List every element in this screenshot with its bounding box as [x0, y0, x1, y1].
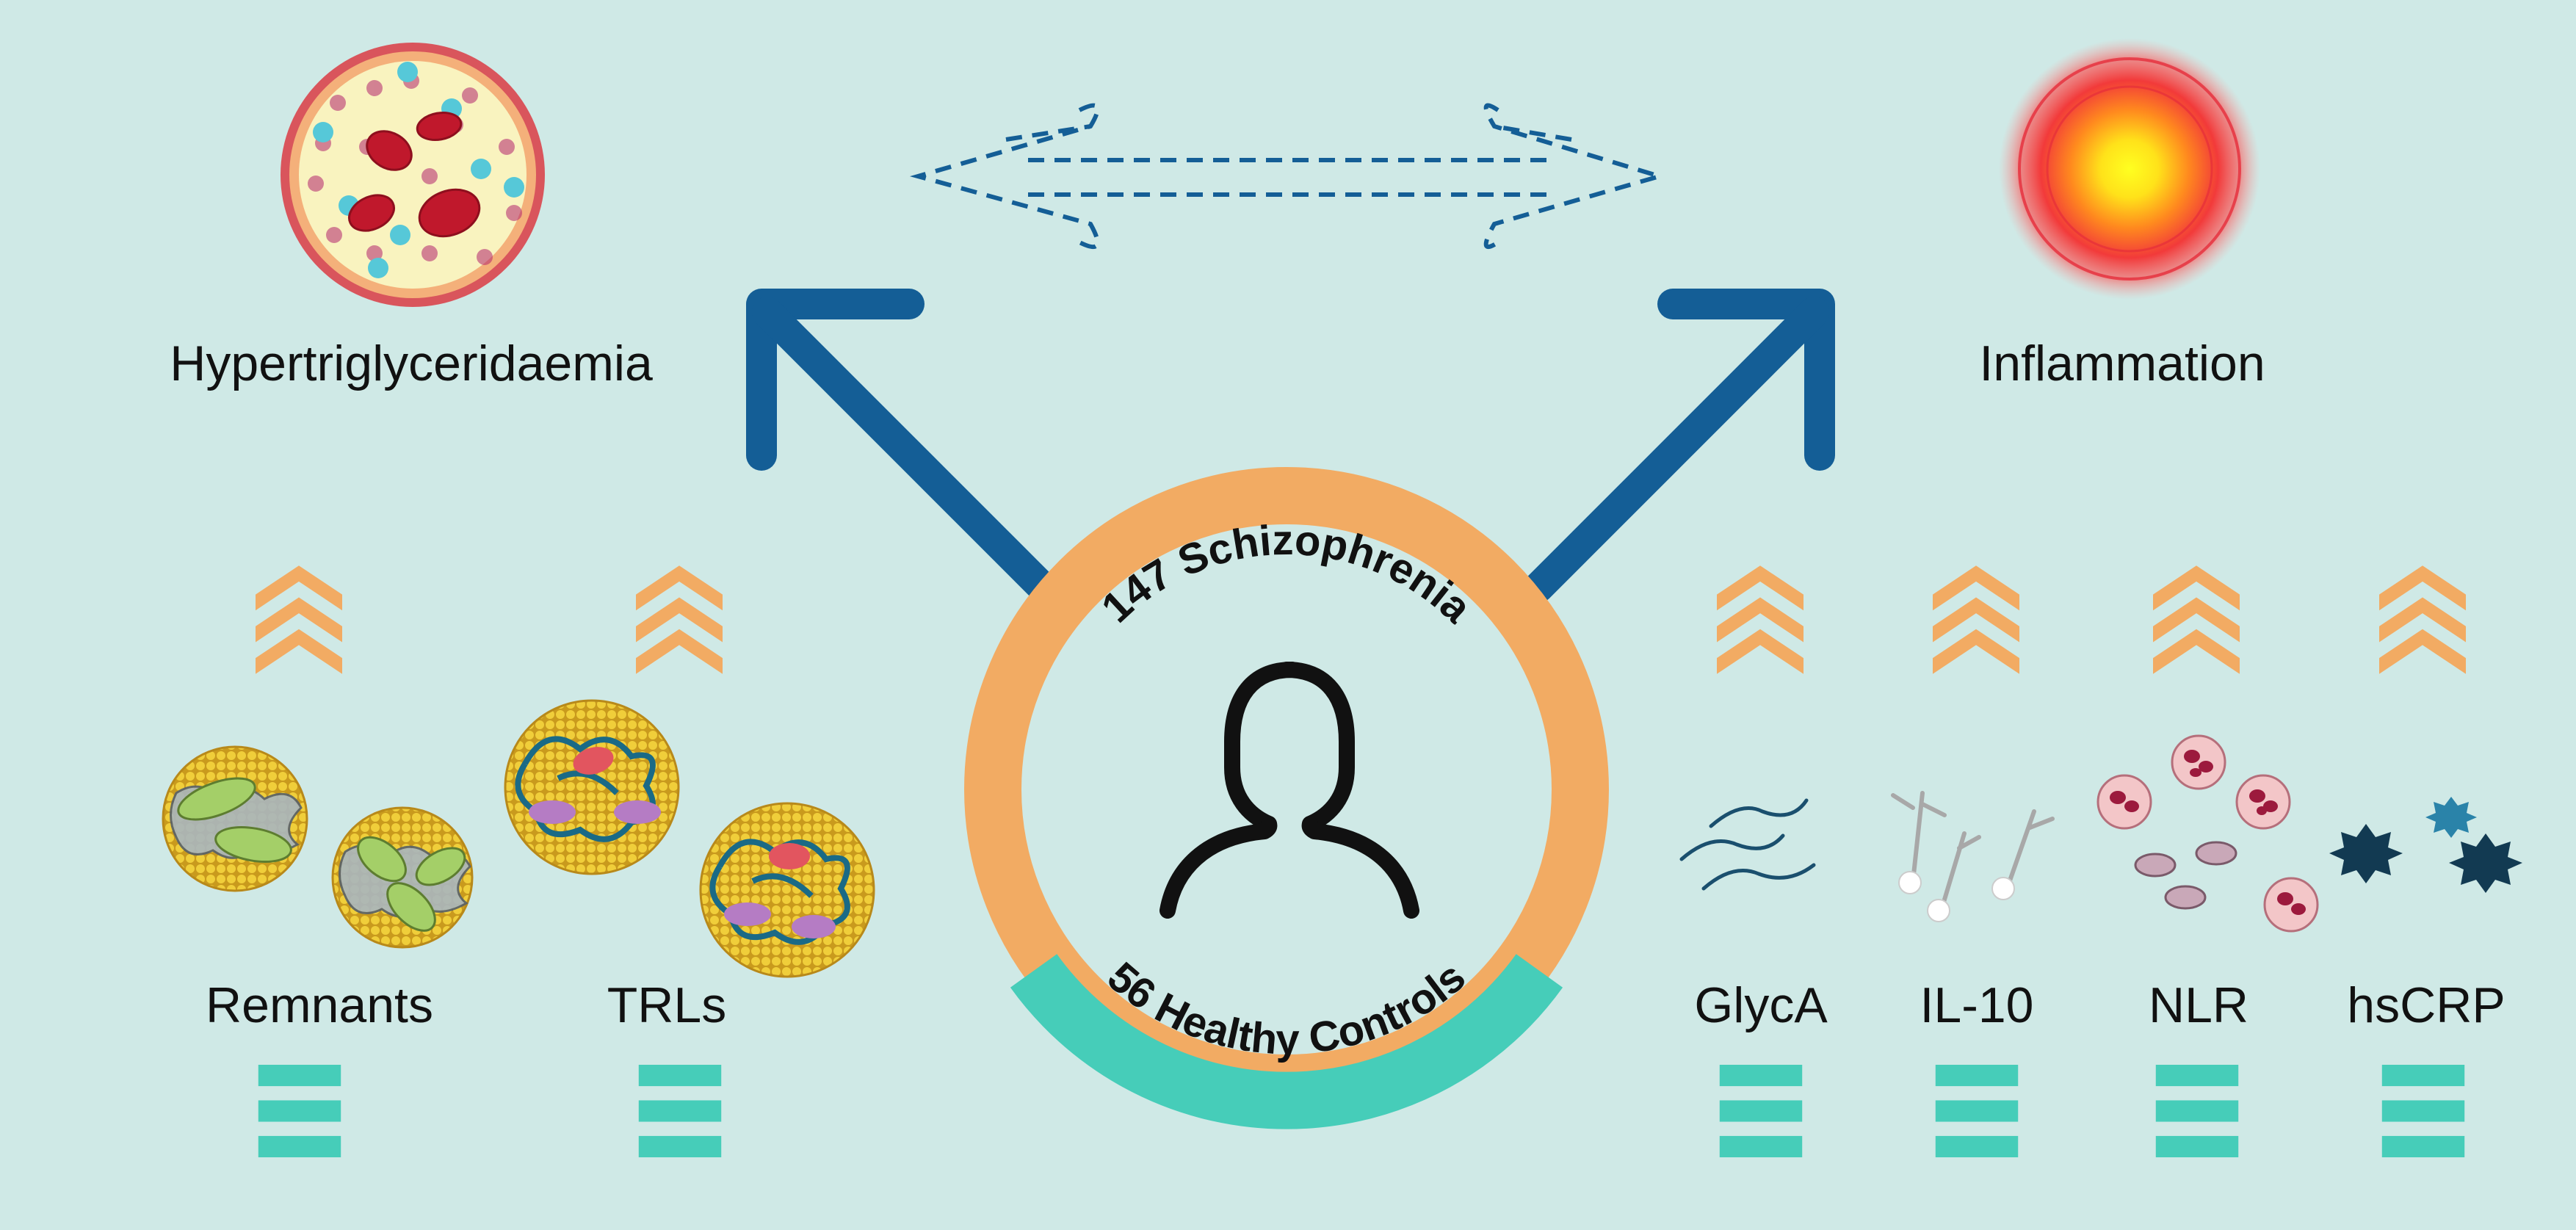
- nlr-increase-icon: [2153, 565, 2240, 674]
- trls-equal-icon: [638, 1065, 722, 1157]
- right-title: Inflammation: [1979, 336, 2265, 391]
- trls-increase-icon: [636, 565, 723, 674]
- il10-equal-icon: [1935, 1065, 2019, 1157]
- nlr-equal-icon: [2155, 1065, 2239, 1157]
- cohort-ring: 147 Schizophrenia 56 Healthy Controls: [964, 467, 1609, 1129]
- glyca-icon: [1679, 798, 1816, 891]
- blood-vessel-icon: [281, 43, 545, 307]
- trl-particle-icon: [504, 699, 875, 978]
- person-icon: [1159, 662, 1419, 919]
- marker-label-trls: TRLs: [607, 977, 726, 1033]
- up-chevrons: [256, 565, 2466, 674]
- nlr-icon: [2096, 734, 2319, 933]
- remnant-particle-icon: [162, 745, 474, 949]
- marker-labels: Remnants TRLs GlycA IL-10 NLR hsCRP: [206, 977, 2506, 1033]
- arrow-to-inflammation: [1523, 289, 1835, 603]
- marker-label-nlr: NLR: [2149, 977, 2248, 1033]
- dashed-double-arrow-icon: [909, 103, 1668, 250]
- inflammation-icon: [1999, 38, 2260, 300]
- hscrp-icon: [2329, 797, 2522, 893]
- remnants-equal-icon: [258, 1065, 341, 1157]
- marker-label-hscrp: hsCRP: [2347, 977, 2505, 1033]
- arrow-to-hypertriglyceridaemia: [746, 289, 1058, 603]
- marker-label-glyca: GlycA: [1694, 977, 1828, 1033]
- il10-increase-icon: [1933, 565, 2019, 674]
- left-title: Hypertriglyceridaemia: [170, 336, 653, 391]
- marker-label-il10: IL-10: [1920, 977, 2034, 1033]
- hscrp-increase-icon: [2379, 565, 2466, 674]
- remnants-increase-icon: [256, 565, 342, 674]
- hscrp-equal-icon: [2381, 1065, 2465, 1157]
- glyca-equal-icon: [1719, 1065, 1803, 1157]
- il10-icon: [1891, 791, 2055, 922]
- marker-label-remnants: Remnants: [206, 977, 433, 1033]
- glyca-increase-icon: [1717, 565, 1803, 674]
